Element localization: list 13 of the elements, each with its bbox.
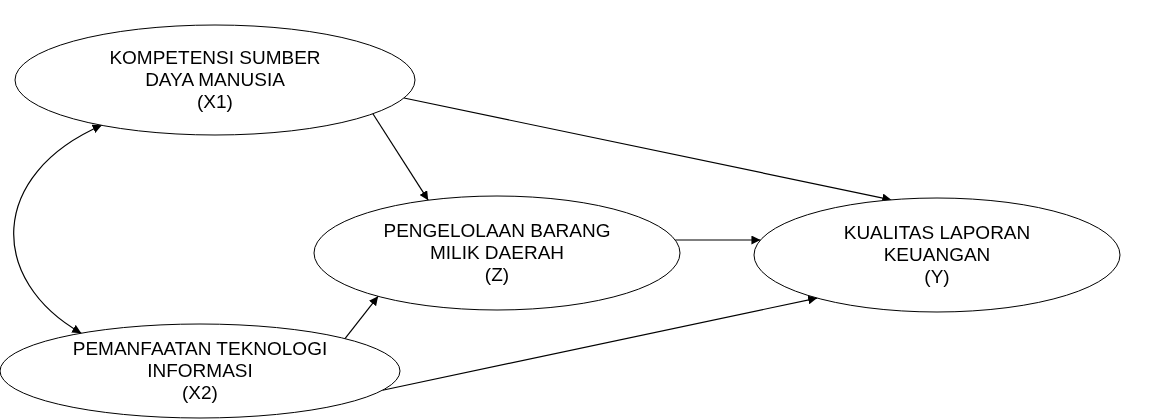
construct-name: KOMPETENSI SUMBER DAYA MANUSIA xyxy=(109,47,321,91)
variable-code: (Z) xyxy=(484,264,510,286)
variable-code: (X2) xyxy=(182,382,218,404)
construct-name: PEMANFAATAN TEKNOLOGI INFORMASI xyxy=(72,338,328,382)
double-headed-arrow xyxy=(13,124,103,334)
construct-name: PENGELOLAAN BARANG MILIK DAERAH xyxy=(383,220,611,264)
arrow xyxy=(674,235,762,245)
variable-code: (Y) xyxy=(924,266,950,288)
variable-code: (X1) xyxy=(197,91,233,113)
construct-name: KUALITAS LAPORAN KEUANGAN xyxy=(843,222,1031,266)
arrow xyxy=(372,113,429,201)
arrow xyxy=(344,295,379,340)
arrow xyxy=(403,97,892,203)
